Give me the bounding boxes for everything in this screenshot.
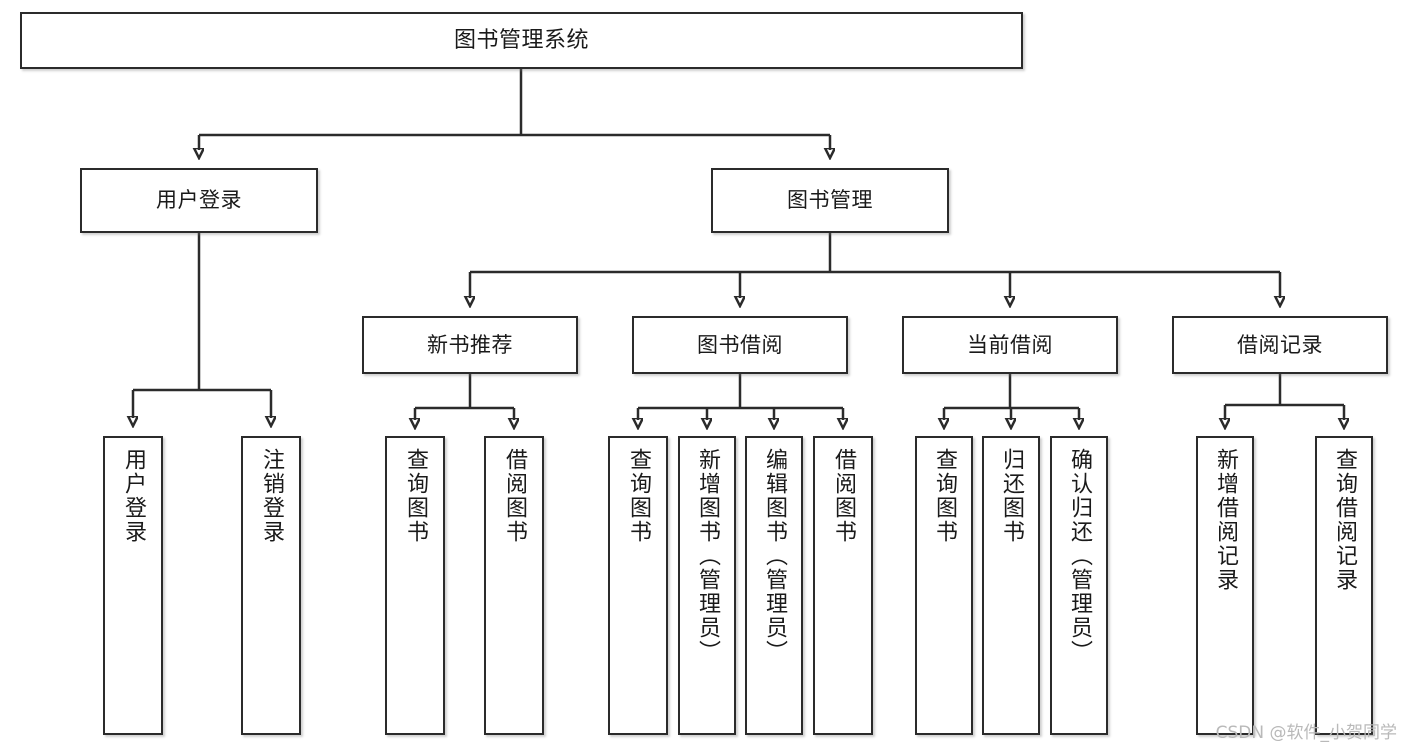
node-leaf-query-book-cur-label: 查询图书 xyxy=(932,448,957,544)
node-current-borrow[interactable]: 当前借阅 xyxy=(902,316,1118,374)
node-leaf-confirm-return[interactable]: 确认归还（管理员） xyxy=(1050,436,1108,735)
node-book-manage[interactable]: 图书管理 xyxy=(711,168,949,233)
node-leaf-borrow-book-label: 借阅图书 xyxy=(831,448,856,544)
node-root[interactable]: 图书管理系统 xyxy=(20,12,1023,69)
node-leaf-query-book-rec[interactable]: 查询图书 xyxy=(385,436,445,735)
node-book-manage-label: 图书管理 xyxy=(787,188,873,213)
node-leaf-add-book[interactable]: 新增图书（管理员） xyxy=(678,436,736,735)
node-leaf-return-book-label: 归还图书 xyxy=(999,448,1024,544)
node-leaf-borrow-book-rec[interactable]: 借阅图书 xyxy=(484,436,544,735)
node-leaf-query-book-rec-label: 查询图书 xyxy=(403,448,428,544)
node-borrow-record[interactable]: 借阅记录 xyxy=(1172,316,1388,374)
node-leaf-edit-book[interactable]: 编辑图书（管理员） xyxy=(745,436,803,735)
node-book-borrow[interactable]: 图书借阅 xyxy=(632,316,848,374)
node-leaf-borrow-book-rec-label: 借阅图书 xyxy=(502,448,527,544)
node-root-label: 图书管理系统 xyxy=(453,27,589,53)
node-new-book-rec[interactable]: 新书推荐 xyxy=(362,316,578,374)
node-book-borrow-label: 图书借阅 xyxy=(697,332,783,357)
node-leaf-edit-book-label: 编辑图书（管理员） xyxy=(762,448,787,664)
node-leaf-query-borrow-record[interactable]: 查询借阅记录 xyxy=(1315,436,1373,735)
node-leaf-confirm-return-label: 确认归还（管理员） xyxy=(1067,448,1092,664)
node-leaf-user-logout-label: 注销登录 xyxy=(259,448,284,544)
node-leaf-query-borrow-record-label: 查询借阅记录 xyxy=(1332,448,1357,592)
node-user-login[interactable]: 用户登录 xyxy=(80,168,318,233)
node-leaf-user-login[interactable]: 用户登录 xyxy=(103,436,163,735)
node-leaf-user-login-label: 用户登录 xyxy=(121,448,146,544)
node-leaf-query-book-borrow[interactable]: 查询图书 xyxy=(608,436,668,735)
node-user-login-label: 用户登录 xyxy=(156,188,242,213)
node-leaf-return-book[interactable]: 归还图书 xyxy=(982,436,1040,735)
node-leaf-borrow-book[interactable]: 借阅图书 xyxy=(813,436,873,735)
node-leaf-add-book-label: 新增图书（管理员） xyxy=(695,448,720,664)
node-leaf-query-book-cur[interactable]: 查询图书 xyxy=(915,436,973,735)
node-leaf-user-logout[interactable]: 注销登录 xyxy=(241,436,301,735)
node-borrow-record-label: 借阅记录 xyxy=(1237,332,1323,357)
node-new-book-rec-label: 新书推荐 xyxy=(427,332,513,357)
node-leaf-add-borrow-record[interactable]: 新增借阅记录 xyxy=(1196,436,1254,735)
node-leaf-add-borrow-record-label: 新增借阅记录 xyxy=(1213,448,1238,592)
node-current-borrow-label: 当前借阅 xyxy=(967,332,1053,357)
node-leaf-query-book-borrow-label: 查询图书 xyxy=(626,448,651,544)
watermark: CSDN @软件_小贺同学 xyxy=(1215,723,1397,743)
